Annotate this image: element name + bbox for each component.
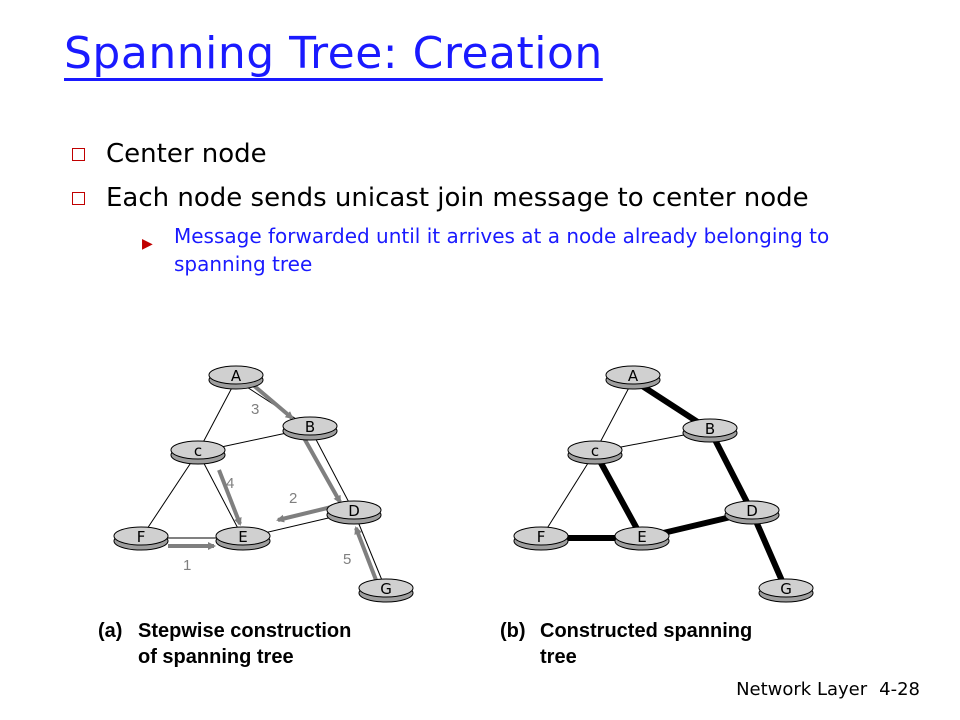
checkbox-bullet-icon (72, 192, 85, 205)
footer-page-number: 4-28 (879, 679, 920, 700)
step-label-1: 1 (183, 557, 191, 574)
step-label-3: 3 (251, 401, 259, 418)
node-label: A (628, 367, 639, 385)
tree-link-d-g (749, 509, 789, 593)
router-node: A (605, 365, 661, 390)
node-label: E (637, 528, 646, 546)
step-label-2: 2 (289, 490, 297, 507)
node-label: c (194, 442, 202, 460)
router-node: A (208, 365, 264, 390)
router-node: D (326, 500, 382, 525)
bullet-text: Center node (106, 139, 267, 169)
triangle-bullet-icon: ▶ (142, 236, 153, 252)
slide-title: Spanning Tree: Creation (64, 28, 603, 79)
figure-b-graph: A B c D F (513, 365, 814, 603)
router-node: c (567, 440, 623, 465)
node-label: B (305, 418, 315, 436)
link-d-g (353, 511, 387, 591)
router-node: E (215, 526, 271, 551)
step-label-4: 4 (226, 475, 234, 492)
router-node: D (724, 500, 780, 525)
slide-footer: Network Layer 4-28 (736, 679, 920, 700)
join-arrow-5 (354, 526, 378, 581)
router-node: F (113, 526, 169, 551)
join-arrow-2b (302, 437, 342, 504)
caption-line: of spanning tree (138, 646, 294, 668)
bullet-text: Each node sends unicast join message to … (106, 183, 809, 213)
figure-a-step-labels: 1 2 3 4 5 (183, 401, 351, 574)
bullet-item: Each node sends unicast join message to … (72, 180, 912, 278)
step-label-5: 5 (343, 551, 351, 568)
node-label: D (746, 502, 758, 520)
footer-section: Network Layer (736, 679, 868, 700)
router-node: B (682, 418, 738, 443)
figure-a-graph: 1 2 3 4 5 A B c (113, 365, 414, 603)
node-label: F (137, 528, 146, 546)
caption-line: Constructed spanning (540, 620, 753, 642)
node-label: E (238, 528, 247, 546)
link-b-d (309, 427, 355, 513)
bullet-item: Center node (72, 136, 912, 172)
node-label: F (537, 528, 546, 546)
caption-label: (b) (500, 620, 526, 642)
figure-b-tree-links (538, 377, 789, 593)
link-c-f (140, 451, 199, 539)
router-node: G (358, 578, 414, 603)
node-label: G (380, 580, 392, 598)
node-label: G (780, 580, 792, 598)
checkbox-bullet-icon (72, 148, 85, 161)
caption-label: (a) (98, 620, 123, 642)
node-label: B (705, 420, 715, 438)
router-node: G (758, 578, 814, 603)
figure-b-nodes: A B c D F (513, 365, 814, 603)
sub-bullet-item: ▶ Message forwarded until it arrives at … (140, 222, 912, 278)
router-node: B (282, 416, 338, 441)
tree-link-c-e (592, 449, 645, 541)
node-label: c (591, 442, 599, 460)
caption-line: Stepwise construction (138, 620, 352, 642)
link-c-e (197, 451, 244, 539)
tree-link-b-d (707, 427, 755, 515)
figure-b-caption: (b) Constructed spanning tree (500, 618, 752, 670)
figure-a-nodes: A B c D F (113, 365, 414, 603)
figure-a-caption: (a) Stepwise construction of spanning tre… (98, 618, 351, 670)
router-node: E (614, 526, 670, 551)
join-arrow-4 (217, 469, 242, 526)
bullet-list: Center node Each node sends unicast join… (72, 136, 912, 286)
link-a-c (594, 379, 634, 453)
node-label: D (348, 502, 360, 520)
figure-b-thin-links (540, 379, 711, 539)
link-c-f (540, 451, 596, 539)
node-label: A (231, 367, 242, 385)
router-node: F (513, 526, 569, 551)
router-node: c (170, 440, 226, 465)
caption-line: tree (540, 646, 577, 668)
link-a-c (197, 379, 237, 453)
sub-bullet-text: Message forwarded until it arrives at a … (174, 224, 830, 276)
join-arrow-3 (250, 382, 294, 420)
